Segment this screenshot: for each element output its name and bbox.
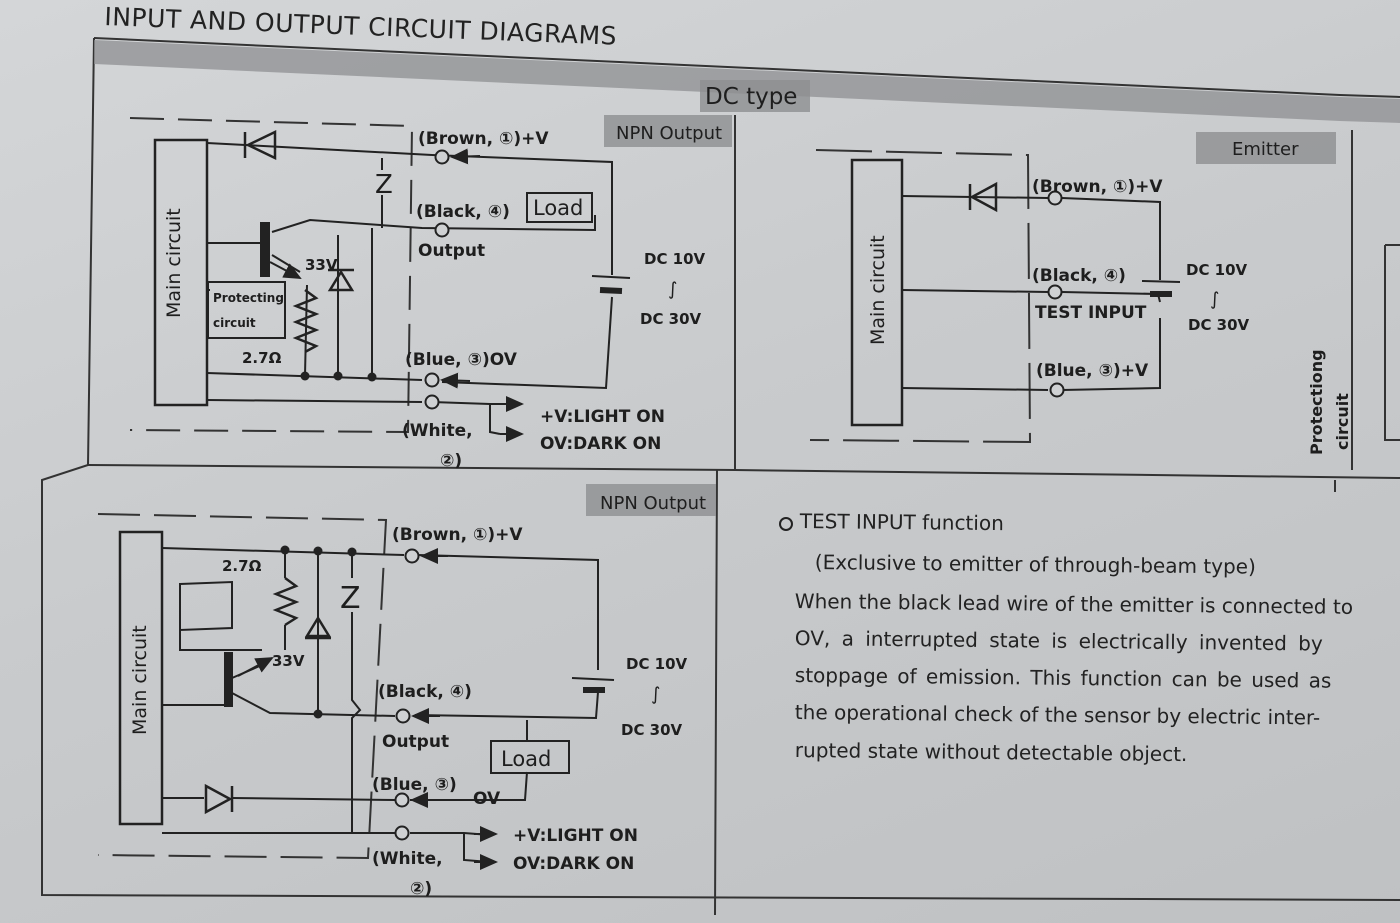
side-circuit-label: circuit — [1333, 393, 1352, 450]
protecting-label: Protecting — [213, 291, 284, 305]
resistor-2-7-label: 2.7Ω — [242, 349, 282, 367]
terminal-icons-2 — [394, 548, 420, 841]
panel3-tab — [586, 484, 716, 516]
dc-type-tab — [700, 80, 810, 112]
emitter-wires — [901, 195, 1161, 391]
dc30-label: DC 30V — [640, 310, 702, 328]
brown-label-2: (Brown, ①)+V — [392, 525, 523, 545]
emitter-terminal-icons — [1047, 190, 1065, 398]
transistor-icon — [260, 222, 270, 277]
side-protecting-label: Protectiong — [1307, 349, 1326, 455]
panel1-tab — [604, 115, 732, 147]
panel-npn-output-1: NPN Output Main circuit — [129, 115, 732, 471]
panel1-label: NPN Output — [616, 123, 722, 144]
emitter-dc10-label: DC 10V — [1186, 261, 1248, 279]
white-num-label: ②) — [440, 451, 462, 471]
side-panel-edge — [1334, 130, 1400, 492]
zener-33v-label: 33V — [305, 256, 338, 274]
zener-z-symbol-2: Z — [340, 581, 361, 616]
dark-on-label: OV:DARK ON — [540, 434, 661, 454]
protecting-circuit-label: circuit — [213, 316, 256, 330]
zener-33v-label-2: 33V — [272, 652, 305, 670]
protecting-circuit-box — [207, 281, 286, 339]
dc-range-symbol-2: ∫ — [651, 684, 660, 705]
junction-dots-2 — [280, 545, 357, 719]
panel2-tab — [1196, 132, 1336, 164]
emitter-main-circuit-block — [850, 158, 904, 427]
sensor2-boundary — [97, 513, 388, 860]
panel-emitter: Emitter Main circuit (Brown, ①)+V (Black… — [809, 130, 1400, 492]
resistor-icon — [292, 288, 320, 354]
ov-label-2: OV — [473, 789, 501, 809]
main-circuit-label: Main circuit — [163, 208, 185, 318]
load-label-2: Load — [501, 747, 551, 771]
dc-type-label: DC type — [705, 84, 797, 110]
terminal-icons — [424, 149, 450, 410]
zener-diode-icon — [327, 268, 355, 292]
output-label-2: Output — [382, 732, 449, 752]
black-label: (Black, ④) — [416, 202, 510, 222]
sheet-frame — [41, 37, 1400, 916]
sensor-boundary — [129, 117, 414, 434]
white-num-label-2: ②) — [410, 879, 432, 899]
emitter-black-label: (Black, ④) — [1032, 266, 1126, 286]
emitter-dc-range-symbol: ∫ — [1210, 289, 1219, 310]
dark-on-label-2: OV:DARK ON — [513, 854, 634, 874]
panel3-label: NPN Output — [600, 493, 706, 514]
panel2-label: Emitter — [1232, 139, 1299, 160]
dc10-label-2: DC 10V — [626, 655, 688, 673]
white-label-2: (White, — [372, 849, 443, 869]
transistor-emitter-arrow — [269, 261, 302, 279]
blue-arrow — [440, 372, 471, 389]
emitter-dc30-label: DC 30V — [1188, 316, 1250, 334]
zener-diode-icon-2 — [304, 615, 332, 640]
load-box — [526, 192, 593, 223]
battery-icon-2 — [571, 677, 615, 693]
emitter-battery-icon — [1141, 280, 1181, 297]
emitter-main-circuit-label: Main circuit — [867, 235, 889, 345]
main-circuit-block — [153, 138, 209, 407]
resistor-icon-2 — [272, 576, 300, 627]
emitter-boundary — [809, 149, 1032, 444]
battery-icon — [591, 275, 631, 294]
load-label: Load — [533, 196, 583, 220]
dc30-label-2: DC 30V — [621, 721, 683, 739]
zener-z-symbol: Z — [375, 170, 393, 200]
main-circuit-block-2 — [118, 530, 164, 826]
bullet-icon — [779, 517, 793, 531]
blue-label-2: (Blue, ③) — [372, 775, 457, 795]
black-label-2: (Black, ④) — [378, 682, 472, 702]
emitter-brown-label: (Brown, ①)+V — [1032, 177, 1163, 197]
junction-dots — [300, 371, 377, 382]
transistor-arrow-2 — [237, 657, 274, 677]
diode-icon-2 — [204, 783, 234, 815]
load-box-2 — [490, 740, 570, 774]
light-on-label-2: +V:LIGHT ON — [513, 826, 638, 846]
emitter-blue-label: (Blue, ③)+V — [1036, 361, 1149, 381]
diode-icon — [243, 130, 277, 160]
emitter-diode-icon — [968, 181, 998, 213]
light-on-label: +V:LIGHT ON — [540, 407, 665, 427]
output-label: Output — [418, 241, 485, 261]
brown-arrow — [450, 148, 481, 165]
panel1-wires — [206, 142, 613, 435]
transistor-icon-2 — [224, 652, 233, 707]
panel3-wires — [161, 547, 599, 863]
dc-range-symbol: ∫ — [668, 279, 677, 300]
brown-label: (Brown, ①)+V — [418, 129, 549, 149]
resistor-2-7-label-2: 2.7Ω — [222, 557, 262, 575]
main-circuit-label-2: Main circuit — [129, 625, 151, 735]
panel-npn-output-2: NPN Output Main circuit 2.7Ω — [97, 484, 716, 899]
dc10-label: DC 10V — [644, 250, 706, 268]
blue-label: (Blue, ③)OV — [405, 350, 518, 370]
white-label: (White, — [402, 421, 473, 441]
test-input-label: TEST INPUT — [1035, 303, 1147, 323]
